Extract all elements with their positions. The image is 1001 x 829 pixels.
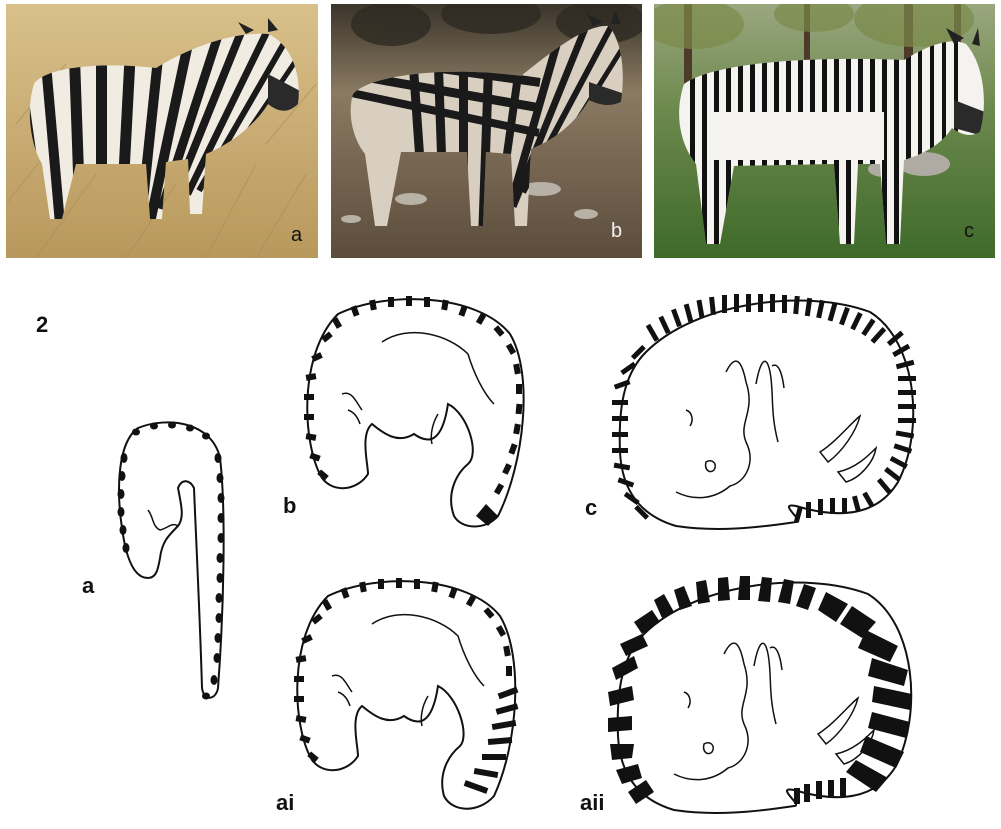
zebra-photo-c: c (654, 4, 995, 258)
embryo-label-b: b (283, 493, 296, 519)
embryo-label-ai: ai (276, 790, 294, 816)
zebra-photo-a: a (6, 4, 318, 258)
embryo-drawing-aii (604, 572, 924, 824)
embryo-drawing-c (606, 292, 926, 540)
embryo-drawing-b (298, 294, 538, 534)
photo-c-label: c (964, 220, 974, 243)
figure-part-2-label: 2 (36, 312, 48, 338)
photo-a-label: a (291, 224, 302, 247)
embryo-label-a: a (82, 573, 94, 599)
embryo-drawing-a (108, 418, 238, 708)
zebra-photo-b: b (331, 4, 642, 258)
embryo-drawing-ai (288, 574, 528, 818)
photo-b-label: b (611, 220, 622, 243)
embryo-label-c: c (585, 495, 597, 521)
embryo-label-aii: aii (580, 790, 604, 816)
